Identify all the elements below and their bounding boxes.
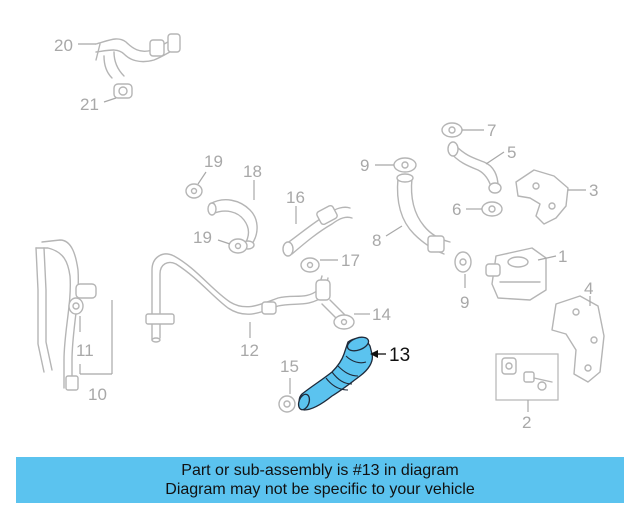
callout-10: 10	[88, 385, 107, 404]
part-1-valve	[485, 247, 547, 301]
callout-3: 3	[589, 181, 598, 200]
callout-11: 11	[76, 341, 94, 360]
callout-5: 5	[507, 143, 516, 162]
banner-line-2: Diagram may not be specific to your vehi…	[165, 481, 475, 498]
callout-19-upper: 19	[204, 152, 223, 171]
callout-13: 13	[389, 345, 410, 366]
callout-2: 2	[522, 413, 531, 432]
leader-13	[370, 350, 386, 358]
part-8-hose	[396, 173, 451, 255]
leader-1	[537, 255, 557, 261]
part-13-hose-highlighted[interactable]	[297, 335, 374, 412]
callout-6: 6	[452, 200, 461, 219]
part-6-clamp	[481, 201, 503, 217]
part-19-upper-clamp	[185, 183, 203, 199]
part-10-pipe	[35, 239, 97, 391]
leader-21	[103, 97, 117, 103]
leader-8	[385, 225, 403, 237]
part-14-clamp	[333, 314, 355, 330]
part-19-lower-clamp	[228, 238, 248, 254]
callout-20: 20	[54, 36, 73, 55]
part-16-hose	[282, 204, 353, 257]
part-11-sensor	[68, 297, 84, 315]
part-9-upper-clamp	[393, 157, 417, 173]
callout-8: 8	[372, 231, 381, 250]
callout-9-upper: 9	[360, 156, 369, 175]
callout-21: 21	[80, 95, 99, 114]
callout-15: 15	[280, 357, 299, 376]
callout-4: 4	[584, 279, 593, 298]
part-5-hose	[447, 141, 502, 194]
banner-line-1: Part or sub-assembly is #13 in diagram	[181, 462, 459, 479]
callout-9-lower: 9	[460, 293, 469, 312]
part-21-clamp	[113, 83, 133, 99]
part-4-bracket	[551, 295, 605, 383]
part-20-hose	[95, 33, 181, 79]
callout-12: 12	[240, 341, 259, 360]
leader-19-lower	[217, 239, 231, 245]
callout-7: 7	[487, 121, 496, 140]
parts-diagram: 20 21 7 5 6 3 9 8	[35, 33, 605, 432]
callout-14: 14	[372, 305, 391, 324]
leader-5	[485, 151, 505, 165]
part-9-lower-clamp	[454, 251, 472, 273]
callout-16: 16	[286, 188, 305, 207]
part-12-pipe	[145, 253, 347, 343]
part-3-bracket	[515, 169, 569, 225]
callout-17: 17	[341, 251, 360, 270]
leader-19-upper	[197, 171, 207, 185]
part-17-clamp	[300, 257, 320, 273]
callout-18: 18	[243, 162, 262, 181]
callout-19-lower: 19	[193, 228, 212, 247]
part-7-clamp	[441, 122, 463, 138]
info-banner: Part or sub-assembly is #13 in diagram D…	[16, 457, 624, 503]
callout-1: 1	[558, 247, 567, 266]
part-2-hardware-kit	[495, 353, 559, 401]
part-15-clamp	[278, 395, 296, 413]
